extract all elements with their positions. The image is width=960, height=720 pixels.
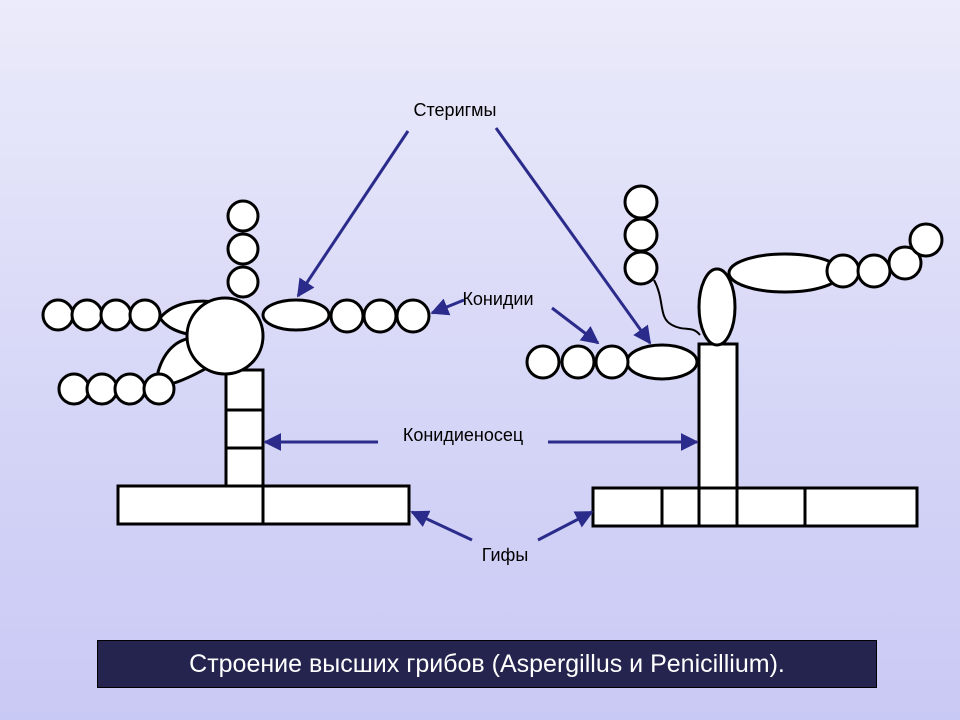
conidium bbox=[128, 298, 162, 332]
conidium bbox=[856, 253, 892, 289]
callout-arrows bbox=[263, 127, 699, 542]
right-hypha-cell bbox=[735, 486, 807, 528]
right-hypha-cell bbox=[697, 486, 739, 528]
left-vesicle bbox=[185, 296, 265, 376]
right-sterigma bbox=[697, 267, 737, 347]
left-hypha-cell bbox=[261, 484, 411, 526]
conidium bbox=[908, 222, 944, 258]
conidium bbox=[142, 372, 176, 406]
arrow-gify-left bbox=[410, 510, 473, 542]
left-conidia-lower bbox=[57, 372, 176, 406]
conidium bbox=[525, 344, 561, 380]
right-sterigma bbox=[625, 343, 699, 381]
arrow-gify-right bbox=[537, 510, 594, 542]
conidium bbox=[623, 250, 659, 286]
conidium bbox=[594, 344, 630, 380]
arrow-konidii-left bbox=[430, 298, 465, 316]
arrow-sterigmy-right bbox=[494, 127, 652, 345]
left-conidia-top bbox=[226, 199, 260, 299]
conidium bbox=[362, 298, 398, 334]
conidium bbox=[395, 298, 431, 334]
right-conidia-top bbox=[623, 184, 659, 286]
conidium bbox=[226, 199, 260, 233]
left-conidiophore-cell bbox=[224, 408, 265, 450]
conidium bbox=[623, 184, 659, 220]
conidium bbox=[226, 265, 260, 299]
left-conidiophore-cell bbox=[224, 368, 265, 412]
right-hypha-cell bbox=[660, 486, 701, 528]
conidium bbox=[825, 253, 861, 289]
right-hypha-cell bbox=[591, 486, 664, 528]
right-stalk bbox=[653, 279, 701, 336]
conidium bbox=[226, 232, 260, 266]
right-conidiophore bbox=[697, 342, 739, 490]
right-sterigma bbox=[727, 252, 843, 294]
right-hypha bbox=[591, 486, 919, 528]
left-sterigma bbox=[261, 298, 331, 332]
right-hypha-cell bbox=[803, 486, 919, 528]
conidium bbox=[623, 217, 659, 253]
label-sterigmy: Стеригмы bbox=[414, 100, 497, 120]
caption-text: Строение высших грибов (Aspergillus и Pe… bbox=[189, 649, 785, 678]
label-gify: Гифы bbox=[482, 545, 529, 565]
right-conidia-left bbox=[525, 344, 630, 380]
right-conidia-upper bbox=[825, 222, 944, 289]
left-conidia-left bbox=[41, 298, 162, 332]
conidium bbox=[113, 372, 147, 406]
left-conidiophore-cell bbox=[224, 446, 265, 488]
conidium bbox=[99, 298, 133, 332]
label-konidii: Конидии bbox=[462, 289, 533, 309]
left-hypha bbox=[116, 484, 411, 526]
left-conidiophore bbox=[224, 368, 265, 488]
conidium bbox=[70, 298, 104, 332]
conidium bbox=[887, 245, 923, 281]
conidium bbox=[329, 298, 365, 334]
conidium bbox=[560, 344, 596, 380]
conidium bbox=[57, 372, 91, 406]
conidium bbox=[85, 372, 119, 406]
left-conidia-right bbox=[329, 298, 431, 334]
caption-box: Строение высших грибов (Aspergillus и Pe… bbox=[97, 640, 877, 688]
penicillium-structure bbox=[525, 184, 944, 528]
left-hypha-cell bbox=[116, 484, 265, 526]
label-konidienosec: Конидиеносец bbox=[403, 425, 523, 445]
arrow-konidii-right bbox=[551, 306, 600, 345]
aspergillus-structure bbox=[41, 199, 431, 526]
arrow-sterigmy-left bbox=[296, 130, 410, 298]
conidium bbox=[41, 298, 75, 332]
